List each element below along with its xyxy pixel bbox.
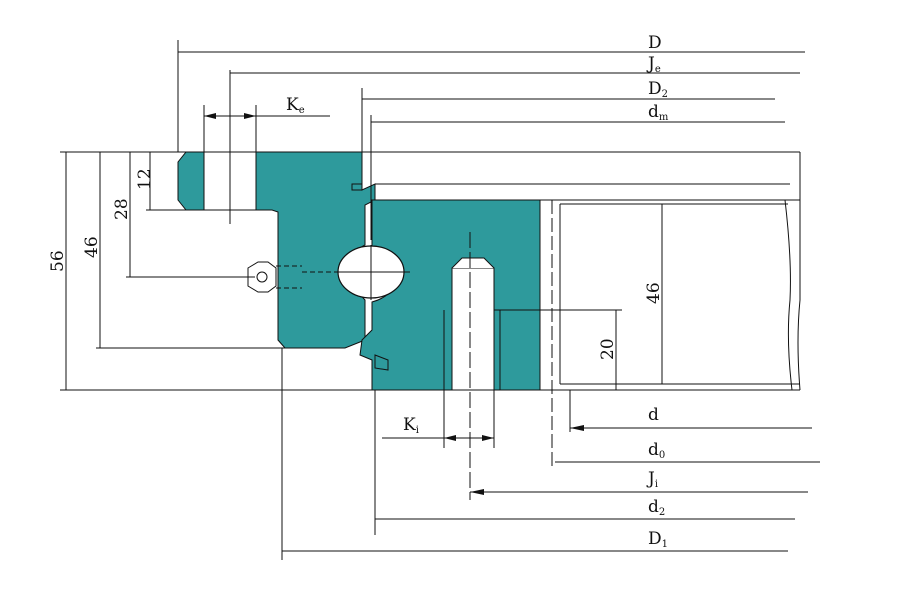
grease-nipple [247, 261, 277, 293]
ki-arrow-right [482, 435, 494, 441]
bottom-seal [374, 354, 389, 371]
label-ke: Ke [286, 95, 305, 116]
label-d1: D1 [648, 529, 668, 550]
top-seal [351, 183, 363, 191]
label-d0: d0 [648, 440, 665, 461]
h28-label: 28 [112, 198, 132, 220]
grease-nipple-head [256, 271, 268, 283]
ji-arrow [470, 489, 484, 495]
label-ji: Ji [646, 469, 658, 490]
ke-arrow-right [244, 113, 256, 119]
label-dm: dm [648, 102, 669, 123]
label-ki: Ki [403, 415, 419, 436]
inner-tapped-hole [451, 267, 495, 391]
label-d-bore: d [648, 405, 659, 425]
h46-outer-label: 46 [82, 236, 102, 258]
ki-arrow-left [444, 435, 456, 441]
label-d2-inner: d2 [648, 497, 665, 518]
d-inner-arrow [570, 425, 584, 431]
break-line-outer [797, 152, 801, 391]
h56-label: 56 [48, 250, 68, 272]
break-line-inner [784, 199, 793, 391]
label-d2: D2 [648, 79, 668, 100]
h46-inner-label: 46 [644, 282, 664, 304]
h20-label: 20 [598, 338, 618, 360]
tapped-hole-tip [451, 257, 495, 269]
label-je: Je [646, 54, 661, 75]
label-d: D [648, 33, 662, 53]
ke-arrow-left [204, 113, 216, 119]
h12-label: 12 [135, 168, 155, 190]
